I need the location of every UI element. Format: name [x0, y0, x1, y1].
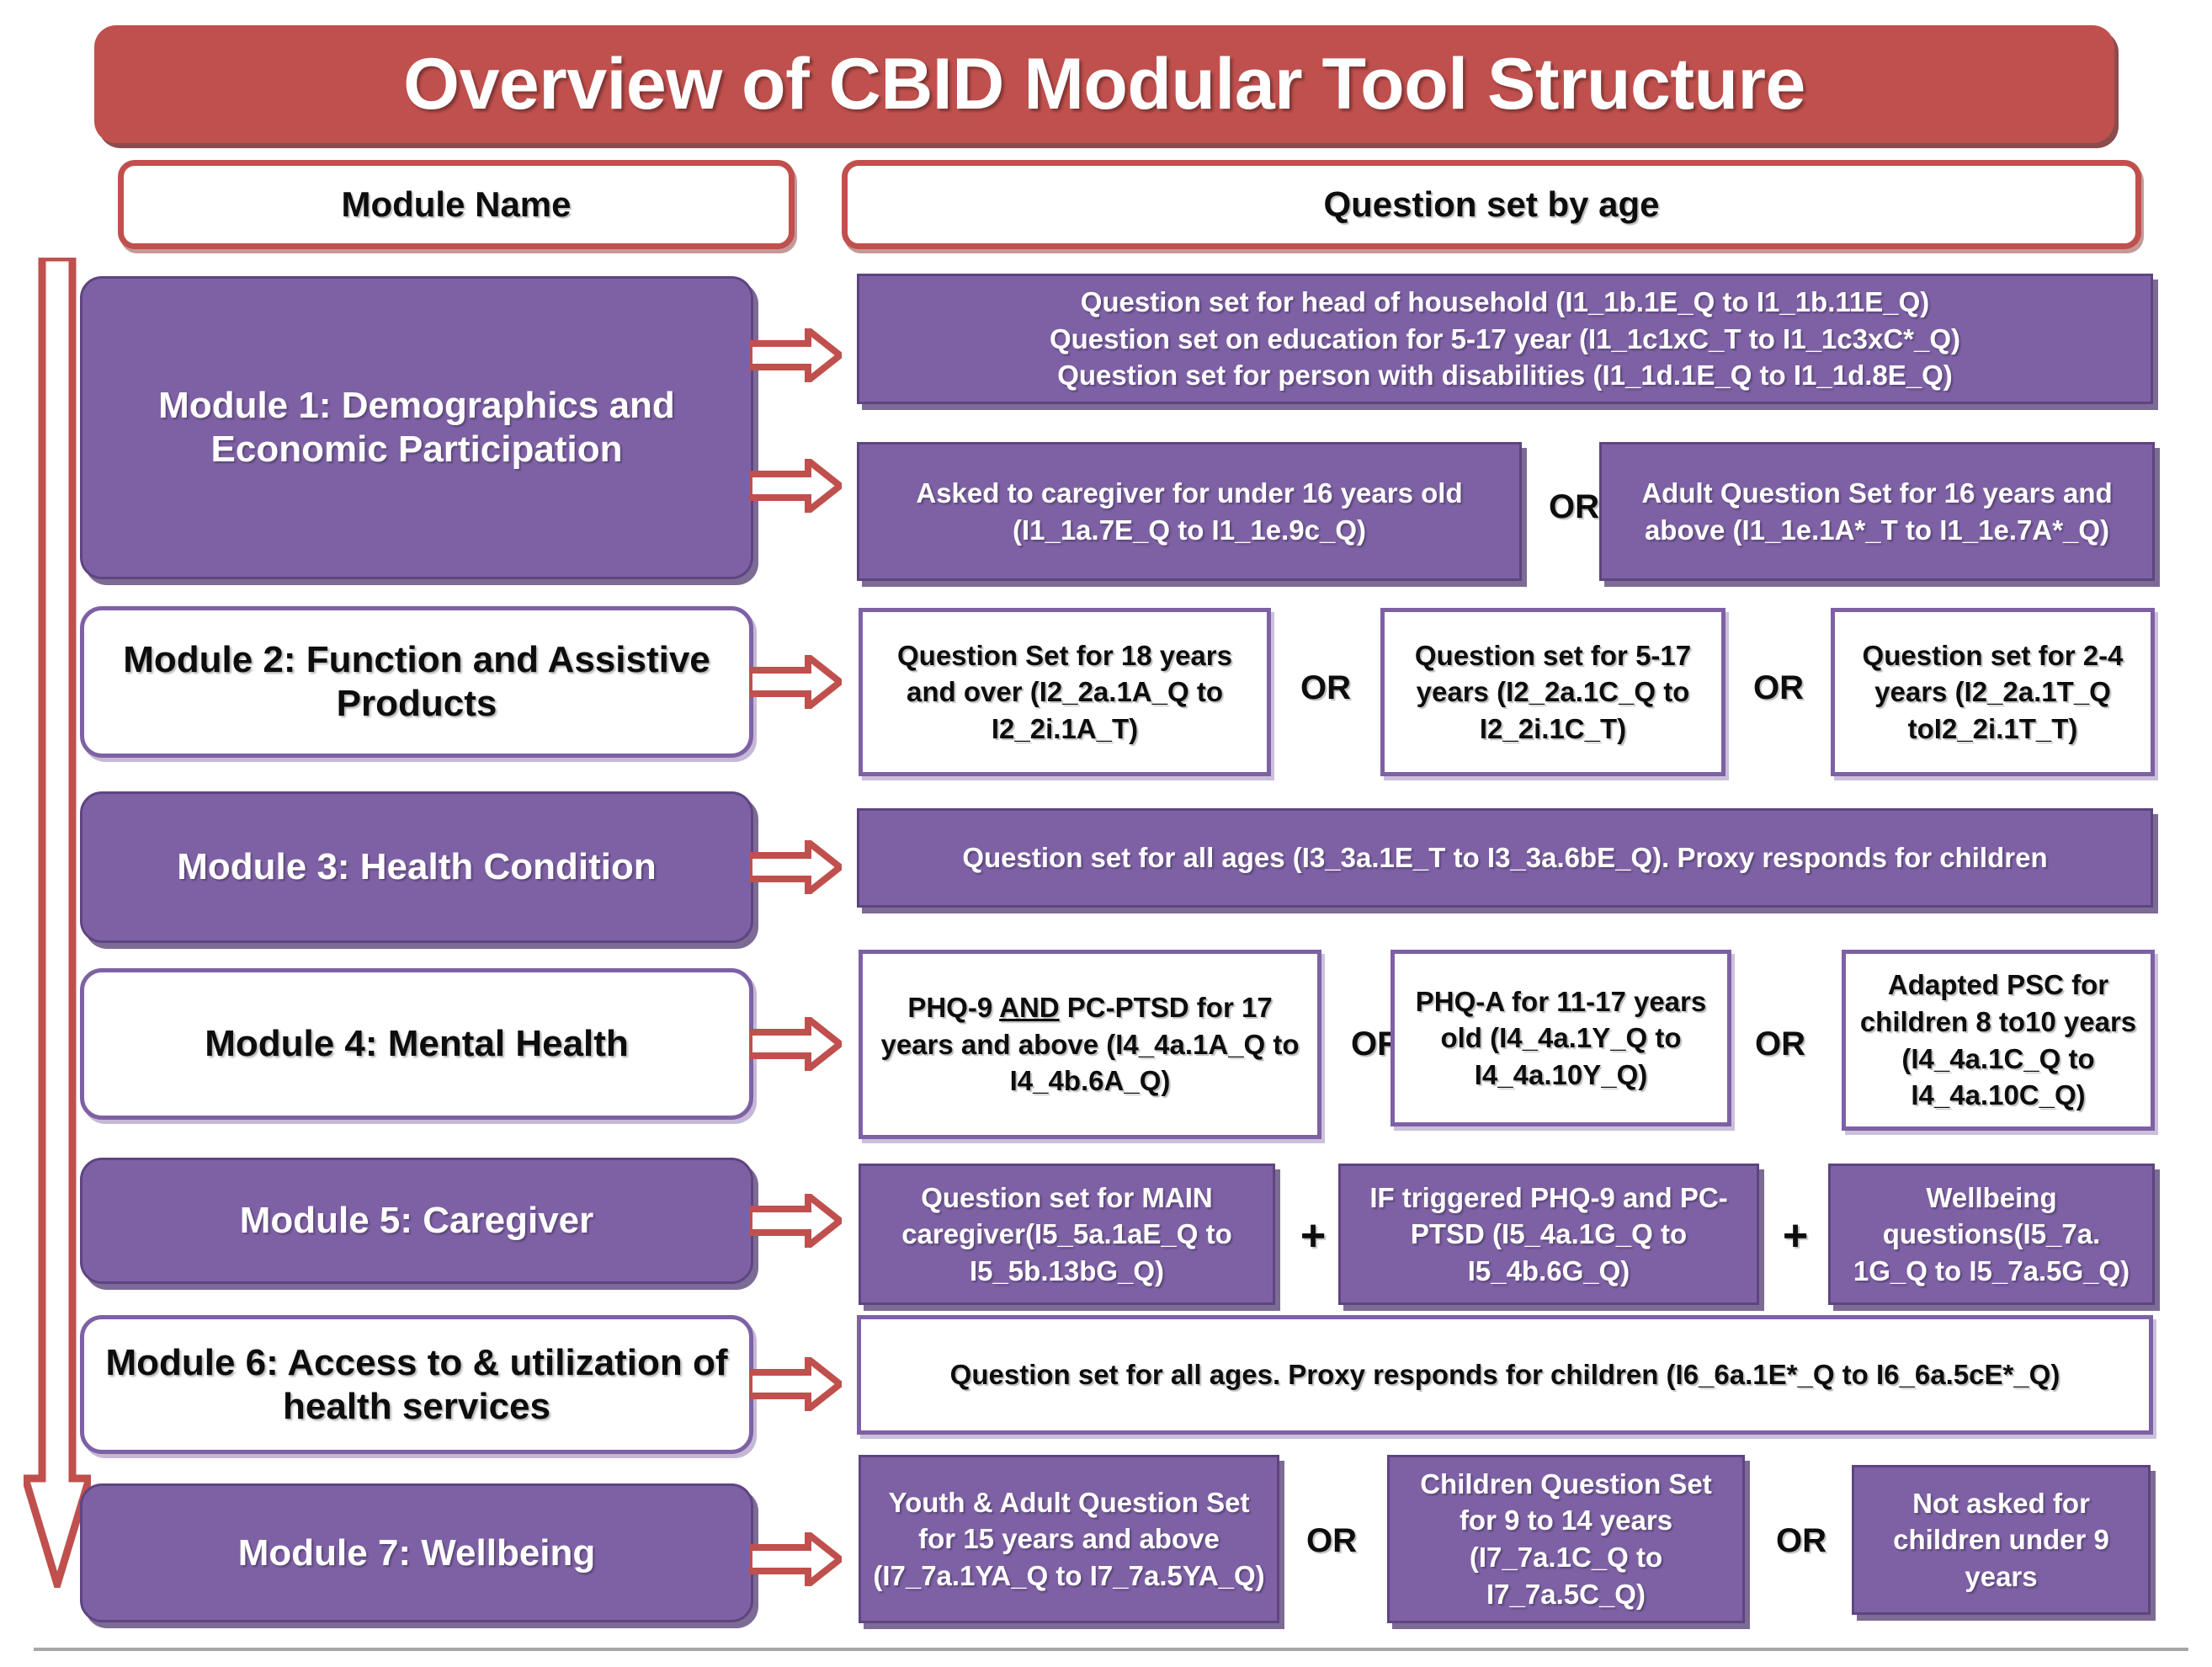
- question-box-7-3[interactable]: Not asked for children under 9 years: [1852, 1465, 2151, 1615]
- block-arrow-module-1a-icon: [749, 328, 842, 382]
- block-arrow-module-4-icon: [749, 1017, 842, 1071]
- connector-or-2b: OR: [1753, 669, 1804, 706]
- question-box-5-2[interactable]: IF triggered PHQ-9 and PC-PTSD (I5_4a.1G…: [1338, 1164, 1759, 1305]
- module-box-3[interactable]: Module 3: Health Condition: [80, 791, 753, 943]
- question-box-6-1[interactable]: Question set for all ages. Proxy respond…: [857, 1315, 2153, 1435]
- question-box-1-2[interactable]: Asked to caregiver for under 16 years ol…: [857, 442, 1522, 581]
- column-header-question-set-label: Question set by age: [1323, 184, 1660, 224]
- module-box-6[interactable]: Module 6: Access to & utilization of hea…: [80, 1315, 753, 1454]
- question-box-2-3-text: Question set for 2-4 years (I2_2a.1T_Q t…: [1862, 639, 2124, 744]
- question-box-4-2-text: PHQ-A for 11-17 years old (I4_4a.1Y_Q to…: [1415, 985, 1707, 1090]
- module-label-1: Module 1: Demographics and Economic Part…: [158, 385, 675, 470]
- question-box-7-2-text: Children Question Set for 9 to 14 years …: [1420, 1467, 1712, 1610]
- question-box-2-1[interactable]: Question Set for 18 years and over (I2_2…: [859, 608, 1271, 776]
- question-box-7-3-text: Not asked for children under 9 years: [1893, 1487, 2109, 1592]
- connector-plus-5b: +: [1782, 1212, 1809, 1260]
- vertical-flow-arrow-icon: [24, 258, 91, 1588]
- module-label-3: Module 3: Health Condition: [177, 846, 657, 888]
- question-box-4-1-text: PHQ-9 AND PC-PTSD for 17 years and above…: [880, 992, 1300, 1097]
- question-box-5-3-text: Wellbeing questions(I5_7a. 1G_Q to I5_7a…: [1853, 1181, 2130, 1286]
- module-label-2: Module 2: Function and Assistive Product…: [123, 639, 710, 724]
- question-box-4-3[interactable]: Adapted PSC for children 8 to10 years (I…: [1842, 950, 2155, 1131]
- question-box-7-2[interactable]: Children Question Set for 9 to 14 years …: [1387, 1455, 1745, 1623]
- block-arrow-module-3-icon: [749, 840, 842, 894]
- module-label-6: Module 6: Access to & utilization of hea…: [105, 1341, 728, 1427]
- question-box-4-3-text: Adapted PSC for children 8 to10 years (I…: [1859, 969, 2137, 1111]
- module-box-5[interactable]: Module 5: Caregiver: [80, 1158, 753, 1284]
- question-box-7-1[interactable]: Youth & Adult Question Set for 15 years …: [859, 1455, 1279, 1623]
- column-header-question-set: Question set by age: [842, 160, 2141, 249]
- page-title: Overview of CBID Modular Tool Structure: [403, 43, 1805, 125]
- question-box-2-3[interactable]: Question set for 2-4 years (I2_2a.1T_Q t…: [1831, 608, 2155, 776]
- question-box-5-1[interactable]: Question set for MAIN caregiver(I5_5a.1a…: [859, 1164, 1275, 1305]
- question-box-3-1-text: Question set for all ages (I3_3a.1E_T to…: [962, 842, 2048, 874]
- question-box-5-1-text: Question set for MAIN caregiver(I5_5a.1a…: [901, 1181, 1232, 1286]
- question-box-6-1-text: Question set for all ages. Proxy respond…: [949, 1359, 2060, 1391]
- module-box-4[interactable]: Module 4: Mental Health: [80, 968, 753, 1120]
- connector-or-1: OR: [1549, 488, 1599, 525]
- connector-or-7a: OR: [1306, 1522, 1357, 1559]
- module-box-1[interactable]: Module 1: Demographics and Economic Part…: [80, 276, 753, 579]
- question-box-2-1-text: Question Set for 18 years and over (I2_2…: [897, 639, 1232, 744]
- question-box-1-3[interactable]: Adult Question Set for 16 years and abov…: [1599, 442, 2155, 581]
- question-box-1-1[interactable]: Question set for head of household (I1_1…: [857, 274, 2153, 404]
- connector-or-2a: OR: [1300, 669, 1351, 706]
- module-label-5: Module 5: Caregiver: [239, 1200, 594, 1242]
- module-box-2[interactable]: Module 2: Function and Assistive Product…: [80, 606, 753, 758]
- block-arrow-module-6-icon: [749, 1357, 842, 1411]
- block-arrow-module-5-icon: [749, 1194, 842, 1248]
- question-box-3-1[interactable]: Question set for all ages (I3_3a.1E_T to…: [857, 808, 2153, 908]
- column-header-module-name: Module Name: [118, 160, 795, 249]
- connector-or-7b: OR: [1776, 1522, 1826, 1559]
- column-header-module-name-label: Module Name: [341, 184, 572, 224]
- bottom-divider: [34, 1648, 2188, 1651]
- module-label-4: Module 4: Mental Health: [205, 1023, 629, 1065]
- block-arrow-module-2-icon: [749, 655, 842, 709]
- module-box-7[interactable]: Module 7: Wellbeing: [80, 1483, 753, 1622]
- question-box-5-3[interactable]: Wellbeing questions(I5_7a. 1G_Q to I5_7a…: [1828, 1164, 2155, 1305]
- module-label-7: Module 7: Wellbeing: [237, 1531, 596, 1574]
- question-box-7-1-text: Youth & Adult Question Set for 15 years …: [873, 1486, 1265, 1591]
- question-box-4-1[interactable]: PHQ-9 AND PC-PTSD for 17 years and above…: [859, 950, 1321, 1139]
- connector-or-4b: OR: [1755, 1025, 1805, 1063]
- question-box-4-2[interactable]: PHQ-A for 11-17 years old (I4_4a.1Y_Q to…: [1390, 950, 1731, 1126]
- block-arrow-module-7-icon: [749, 1532, 842, 1586]
- question-box-1-3-text: Adult Question Set for 16 years and abov…: [1641, 477, 2113, 546]
- block-arrow-module-1b-icon: [749, 459, 842, 513]
- question-box-5-2-text: IF triggered PHQ-9 and PC-PTSD (I5_4a.1G…: [1369, 1181, 1728, 1286]
- question-box-1-1-text: Question set for head of household (I1_1…: [1049, 286, 1961, 391]
- connector-plus-5a: +: [1300, 1212, 1327, 1260]
- question-box-2-2[interactable]: Question set for 5-17 years (I2_2a.1C_Q …: [1380, 608, 1725, 776]
- question-box-1-2-text: Asked to caregiver for under 16 years ol…: [916, 477, 1463, 546]
- title-banner: Overview of CBID Modular Tool Structure: [94, 25, 2114, 143]
- question-box-2-2-text: Question set for 5-17 years (I2_2a.1C_Q …: [1414, 639, 1692, 744]
